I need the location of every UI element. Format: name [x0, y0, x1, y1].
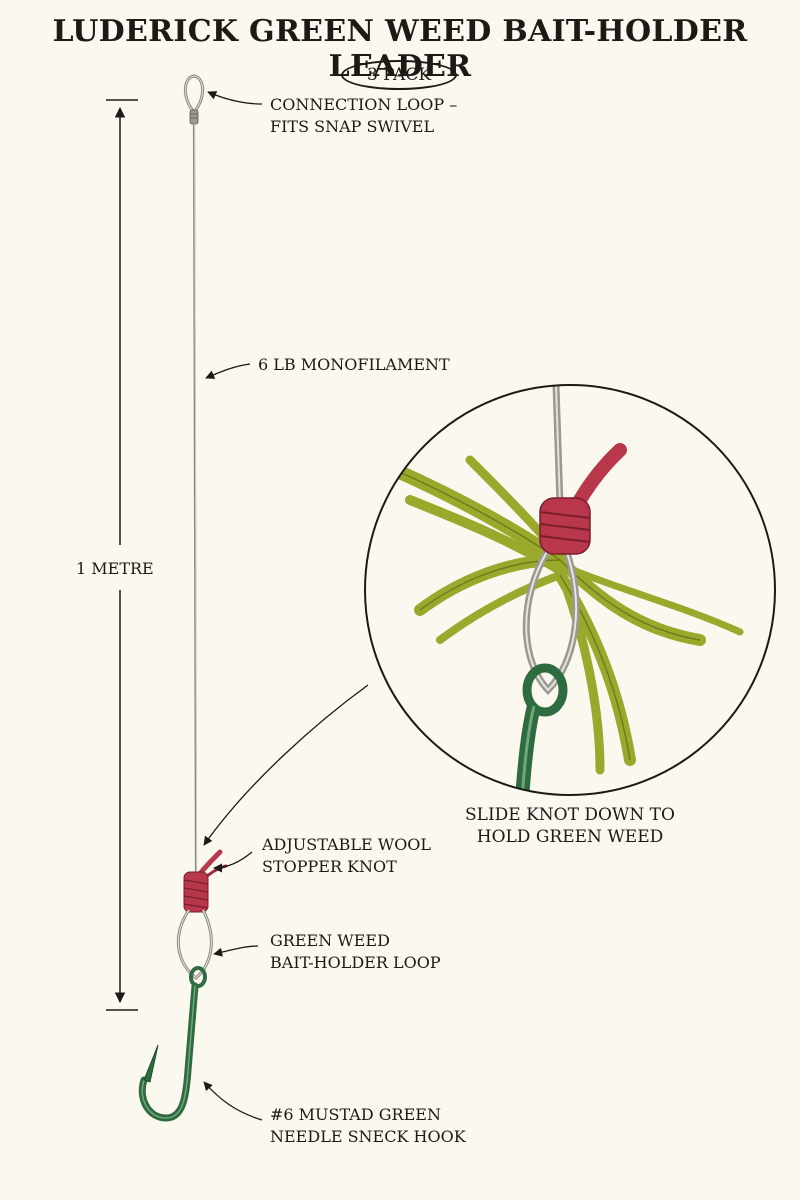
connection-loop — [183, 74, 205, 125]
callout-stopper-knot-line1: ADJUSTABLE WOOL — [262, 835, 432, 854]
detail-magnifier — [364, 384, 776, 796]
callout-bait-holder-loop-line2: BAIT-HOLDER LOOP — [270, 953, 441, 972]
callout-stopper-knot: ADJUSTABLE WOOL STOPPER KNOT — [262, 834, 431, 878]
callout-arrows — [203, 91, 369, 1121]
detail-caption: SLIDE KNOT DOWN TO HOLD GREEN WEED — [440, 804, 700, 848]
callout-connection-loop: CONNECTION LOOP – FITS SNAP SWIVEL — [270, 94, 457, 138]
callout-monofilament-line1: 6 LB MONOFILAMENT — [258, 355, 450, 374]
dimension-line — [106, 99, 138, 1011]
callout-stopper-knot-line2: STOPPER KNOT — [262, 857, 397, 876]
hook — [138, 966, 207, 1122]
callout-bait-holder-loop-line1: GREEN WEED — [270, 931, 390, 950]
callout-hook-line1: #6 MUSTAD GREEN — [270, 1105, 441, 1124]
wool-stopper-knot — [183, 849, 228, 913]
callout-hook: #6 MUSTAD GREEN NEEDLE SNECK HOOK — [270, 1104, 466, 1148]
callout-bait-holder-loop: GREEN WEED BAIT-HOLDER LOOP — [270, 930, 441, 974]
pack-badge: 3 PACK — [341, 60, 457, 90]
callout-connection-loop-line1: CONNECTION LOOP – — [270, 95, 458, 114]
callout-monofilament: 6 LB MONOFILAMENT — [258, 354, 450, 376]
callout-hook-line2: NEEDLE SNECK HOOK — [270, 1127, 466, 1146]
bait-holder-loop — [176, 909, 213, 980]
detail-caption-line1: SLIDE KNOT DOWN TO — [465, 805, 675, 825]
detail-caption-line2: HOLD GREEN WEED — [476, 827, 664, 847]
dimension-label: 1 METRE — [76, 556, 154, 582]
callout-connection-loop-line2: FITS SNAP SWIVEL — [270, 117, 435, 136]
monofilament-line — [192, 123, 198, 873]
